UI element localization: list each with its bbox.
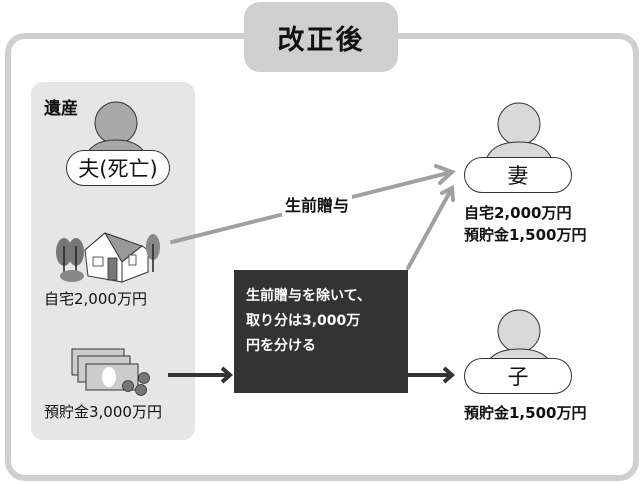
wife-person-icon xyxy=(485,102,553,161)
estate-label: 遺産 xyxy=(44,99,78,119)
gift-label: 生前贈与 xyxy=(282,192,353,216)
note-to-child-arrow xyxy=(408,366,456,384)
house-icon xyxy=(56,232,160,283)
house-value: 自宅2,000万円 xyxy=(44,290,147,308)
note-line-3: 円を分ける xyxy=(246,338,316,354)
money-icon xyxy=(71,348,150,396)
diagram-title: 改正後 xyxy=(244,2,398,72)
note-to-wife-arrow xyxy=(406,184,455,270)
savings-value: 預貯金3,000万円 xyxy=(44,403,162,421)
child-label: 子 xyxy=(464,358,572,394)
deceased-label: 夫(死亡) xyxy=(66,150,170,186)
note-box: 生前贈与を除いて、 取り分は3,000万 円を分ける xyxy=(234,270,408,393)
note-line-2: 取り分は3,000万 xyxy=(246,313,361,329)
wife-house-value: 自宅2,000万円 xyxy=(464,204,572,222)
savings-arrow xyxy=(168,366,234,384)
child-savings-value: 預貯金1,500万円 xyxy=(464,404,587,422)
wife-label: 妻 xyxy=(464,157,572,193)
note-line-1: 生前贈与を除いて、 xyxy=(246,288,371,304)
wife-savings-value: 預貯金1,500万円 xyxy=(464,226,587,244)
